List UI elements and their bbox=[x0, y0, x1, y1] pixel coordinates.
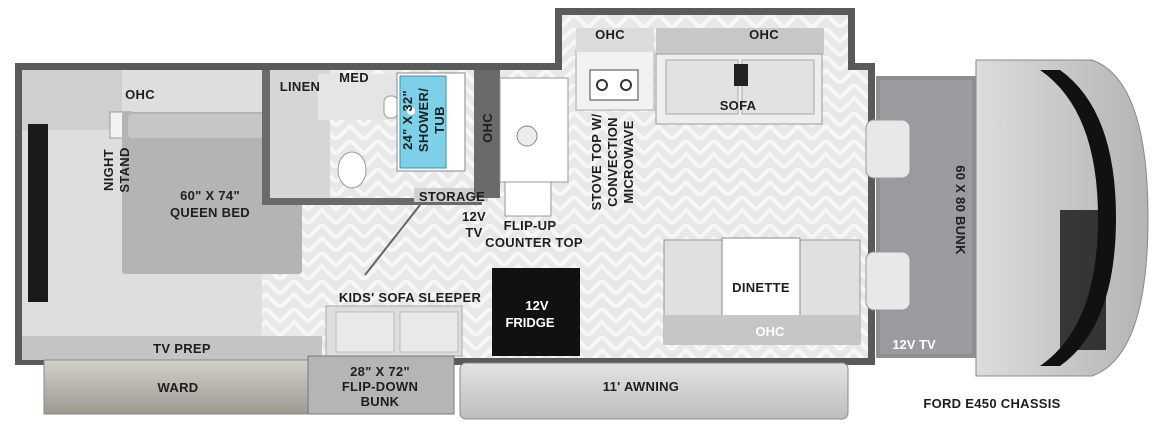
stove-label-3: MICROWAVE bbox=[621, 120, 636, 203]
bedroom bbox=[22, 70, 302, 358]
tub-label: TUB bbox=[432, 106, 447, 134]
kids-sofa-sleeper bbox=[325, 305, 463, 357]
cab-seat-bottom bbox=[865, 251, 911, 311]
tv-prep-area bbox=[22, 336, 322, 360]
dinette bbox=[663, 237, 861, 345]
toilet-icon bbox=[337, 151, 367, 189]
ohc-kitchen-cabinet bbox=[576, 28, 654, 52]
awning-label: 11' AWNING bbox=[603, 379, 679, 394]
flip-down-label-2: FLIP-DOWN bbox=[342, 379, 418, 394]
stove-label-1: STOVE TOP W/ bbox=[589, 114, 604, 211]
kids-sofa-label: KIDS' SOFA SLEEPER bbox=[339, 290, 482, 305]
kitchen-counter bbox=[474, 70, 569, 217]
cab-seat-top bbox=[865, 119, 911, 179]
bunk-label: 60 X 80 BUNK bbox=[953, 165, 968, 255]
flip-up-label-2: COUNTER TOP bbox=[485, 235, 583, 250]
bedroom-tv bbox=[28, 124, 48, 302]
tv-12v-mid-label-2: TV bbox=[465, 225, 482, 240]
tv-prep-label: TV PREP bbox=[153, 341, 211, 356]
flip-down-bunk bbox=[307, 355, 455, 415]
dinette-label: DINETTE bbox=[732, 280, 790, 295]
shower-icon bbox=[399, 75, 447, 169]
storage-cabinet bbox=[414, 188, 488, 202]
ward-label: WARD bbox=[158, 380, 199, 395]
flip-up-counter bbox=[504, 181, 552, 217]
flip-down-label-1: 28" X 72" bbox=[350, 364, 410, 379]
sofa-label: SOFA bbox=[720, 98, 757, 113]
fridge bbox=[492, 268, 580, 356]
labels: OHC NIGHT STAND 60" X 74" QUEEN BED LINE… bbox=[101, 27, 1060, 411]
tv-12v-cab-label: 12V TV bbox=[892, 337, 936, 352]
linen-label: LINEN bbox=[280, 79, 321, 94]
ohc-kitchen-label: OHC bbox=[480, 113, 495, 143]
night-label: NIGHT bbox=[101, 149, 116, 191]
flip-down-label-3: BUNK bbox=[361, 394, 400, 409]
fridge-label-1: 12V bbox=[525, 298, 548, 313]
ohc-bedroom-label: OHC bbox=[125, 87, 155, 102]
sofa bbox=[655, 28, 824, 125]
tv-mount bbox=[364, 204, 421, 276]
stove-top bbox=[575, 49, 655, 111]
queen-bed-label: QUEEN BED bbox=[170, 205, 250, 220]
queen-bed bbox=[122, 112, 302, 274]
tv-12v-mid-label-1: 12V bbox=[462, 209, 486, 224]
stand-label: STAND bbox=[117, 147, 132, 192]
shower-size-label: 24" X 32" bbox=[400, 90, 415, 150]
fridge-label-2: FRIDGE bbox=[505, 315, 554, 330]
shower-label: SHOWER/ bbox=[416, 88, 431, 152]
flip-up-label-1: FLIP-UP bbox=[504, 218, 557, 233]
queen-bed-size-label: 60" X 74" bbox=[180, 188, 240, 203]
med-label: MED bbox=[339, 70, 369, 85]
bathroom bbox=[262, 70, 482, 205]
ohc-top-right-label: OHC bbox=[749, 27, 779, 42]
cab-bunk bbox=[865, 76, 976, 358]
stove-label-2: CONVECTION bbox=[605, 117, 620, 207]
chassis-front bbox=[975, 59, 1149, 377]
awning bbox=[459, 362, 849, 420]
ohc-dinette-label: OHC bbox=[756, 324, 786, 339]
chassis-label: FORD E450 CHASSIS bbox=[923, 396, 1060, 411]
storage-label: STORAGE bbox=[419, 189, 485, 204]
ohc-top-left-label: OHC bbox=[595, 27, 625, 42]
